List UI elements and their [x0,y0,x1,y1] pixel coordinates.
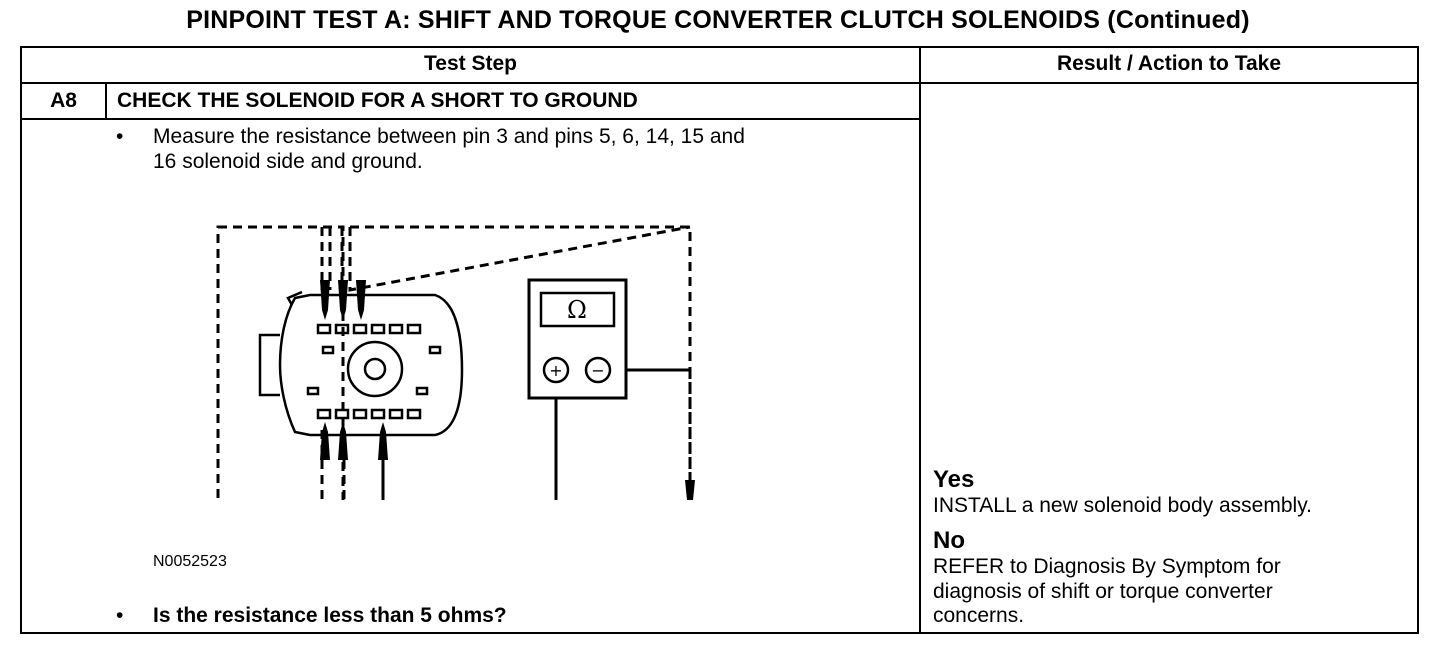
header-divider [22,82,1417,84]
pinpoint-test-table: Test Step Result / Action to Take A8 CHE… [20,46,1419,634]
meter-symbol: Ω [567,296,587,324]
instruction-line-1: Measure the resistance between pin 3 and… [153,125,745,148]
wiring-diagram: Ω + − [216,225,695,500]
result-no-action-line-1: REFER to Diagnosis By Symptom for [933,555,1281,578]
ground-icon [685,370,695,500]
instruction-line-2: 16 solenoid side and ground. [153,150,423,173]
result-yes-action: INSTALL a new solenoid body assembly. [933,494,1312,517]
result-no-label: No [933,527,965,554]
ohmmeter-icon: Ω + − [527,278,628,400]
page-title: PINPOINT TEST A: SHIFT AND TORQUE CONVER… [186,6,1250,34]
meter-plus-terminal: + [549,361,562,380]
step-id-divider [105,84,107,118]
probe-arrows-bottom [320,422,388,460]
figure-id: N0052523 [153,553,227,570]
step-row-divider [22,118,919,120]
result-yes-label: Yes [933,466,975,493]
dashed-harness-outline [216,225,692,500]
probe-arrows-top [320,280,366,320]
meter-minus-terminal: − [591,361,604,380]
bullet-point: • [116,125,124,148]
step-title: CHECK THE SOLENOID FOR A SHORT TO GROUND [117,89,638,112]
bullet-point: • [116,604,124,627]
result-no-action-line-2: diagnosis of shift or torque converter [933,580,1273,603]
step-id: A8 [50,89,77,112]
column-divider [919,48,921,632]
question-text: Is the resistance less than 5 ohms? [153,604,507,627]
header-result-action: Result / Action to Take [1056,52,1282,75]
connector-icon [258,290,464,437]
header-test-step: Test Step [424,52,517,75]
result-no-action-line-3: concerns. [933,604,1025,627]
